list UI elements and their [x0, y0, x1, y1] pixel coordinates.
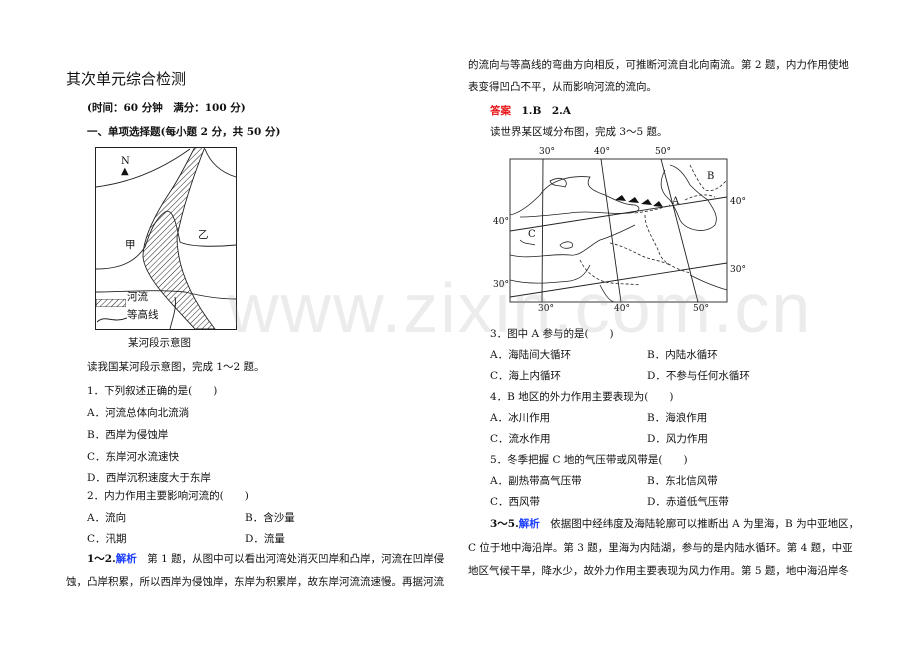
analysis-label: 解析: [518, 518, 540, 530]
q5-option-a[interactable]: A．副热带高气压带: [490, 475, 582, 487]
map-top-label-40: 40°: [594, 147, 610, 157]
analysis-prefix: 1～2.: [87, 553, 116, 565]
analysis-prefix: 3～5.: [490, 518, 519, 530]
analysis-text: 依据图中经纬度及海陆轮廓可以推断出 A 为里海，B 为中亚地区，: [539, 518, 860, 530]
map-point-a: A: [672, 196, 680, 207]
q1-option-b[interactable]: B．西岸为侵蚀岸: [87, 429, 169, 441]
q1-option-d[interactable]: D．西岸沉积速度大于东岸: [87, 472, 211, 484]
analysis-continued-line2: 表变得凹凸不平，从而影响河流的流向。: [468, 81, 657, 93]
answer-label: 答案: [490, 105, 511, 117]
map-right-label-30: 30°: [730, 265, 746, 275]
map-right-label-40: 40°: [730, 197, 746, 207]
map-bottom-label-40: 40°: [614, 304, 630, 314]
map-left-label-40: 40°: [493, 217, 509, 227]
q3-option-d[interactable]: D．不参与任何水循环: [647, 370, 750, 382]
q2-option-a[interactable]: A．流向: [87, 512, 127, 524]
map-point-c: C: [528, 229, 536, 240]
q2-option-d[interactable]: D．流量: [245, 533, 285, 545]
section-heading: 一、单项选择题(每小题 2 分，共 50 分): [87, 126, 281, 138]
q4-option-d[interactable]: D．风力作用: [647, 433, 708, 445]
analysis-continued-line1: 的流向与等高线的弯曲方向相反，可推断河流自北向南流。第 2 题，内力作用使地: [468, 59, 849, 71]
river-section-figure: N ▲ 甲 乙 河流 等高线: [95, 146, 237, 330]
north-arrow-icon: ▲: [121, 166, 129, 177]
question-1-stem: 1．下列叙述正确的是( ): [87, 385, 218, 397]
answer-text: 1.B 2.A: [511, 105, 571, 117]
map-bottom-label-50: 50°: [693, 304, 709, 314]
map-left-label-30: 30°: [493, 280, 509, 290]
q4-option-b[interactable]: B．海浪作用: [647, 412, 708, 424]
legend-contour-swatch: [96, 309, 128, 328]
analysis-1-2-line2: 蚀，凸岸积累，所以西岸为侵蚀岸，东岸为积累岸，故东岸河流流速慢。再据河流: [66, 576, 444, 588]
map-point-b: B: [707, 171, 715, 182]
question-2-stem: 2．内力作用主要影响河流的( ): [87, 490, 249, 502]
label-jia: 甲: [125, 239, 136, 251]
world-region-map: 30° 40° 50° 30° 40° 50° 40° 30° 40° 30° …: [490, 145, 780, 320]
q5-option-d[interactable]: D．赤道低气压带: [647, 496, 729, 508]
question-4-stem: 4．B 地区的外力作用主要表现为( ): [490, 391, 674, 403]
q1-option-c[interactable]: C．东岸河水流速快: [87, 451, 180, 463]
exam-meta: (时间：60 分钟 满分：100 分): [87, 102, 246, 114]
page-title: 其次单元综合检测: [66, 70, 187, 88]
q5-option-b[interactable]: B．东北信风带: [647, 475, 718, 487]
north-arrow: N ▲: [121, 157, 130, 177]
map-bottom-label-30: 30°: [538, 304, 554, 314]
map-top-label-30: 30°: [539, 147, 555, 157]
q5-option-c[interactable]: C．西风带: [490, 496, 541, 508]
analysis-3-5-line2: C 位于地中海沿岸。第 3 题，里海为内陆湖，参与的是内陆水循环。第 4 题，中…: [468, 542, 853, 554]
label-yi: 乙: [198, 229, 209, 241]
answer-line: 答案 1.B 2.A: [490, 103, 571, 118]
analysis-text: 第 1 题，从图中可以看出河湾处消灭凹岸和凸岸，河流在凹岸侵: [136, 553, 445, 565]
question-intro-3-5: 读世界某区域分布图，完成 3～5 题。: [490, 126, 668, 138]
q3-option-a[interactable]: A．海陆间大循环: [490, 349, 572, 361]
q2-option-b[interactable]: B．含沙量: [245, 512, 295, 524]
north-label: N: [121, 156, 130, 167]
q3-option-c[interactable]: C．海上内循环: [490, 370, 562, 382]
q3-option-b[interactable]: B．内陆水循环: [647, 349, 718, 361]
q2-option-c[interactable]: C．汛期: [87, 533, 127, 545]
q1-option-a[interactable]: A．河流总体向北流淌: [87, 407, 190, 419]
legend-river-swatch: [95, 292, 127, 308]
legend-contour-label: 等高线: [127, 309, 159, 321]
analysis-3-5-line1: 3～5.解析 依据图中经纬度及海陆轮廓可以推断出 A 为里海，B 为中亚地区，: [490, 516, 859, 531]
q4-option-c[interactable]: C．流水作用: [490, 433, 551, 445]
map-top-label-50: 50°: [655, 147, 671, 157]
analysis-1-2-line1: 1～2.解析 第 1 题，从图中可以看出河湾处消灭凹岸和凸岸，河流在凹岸侵: [87, 551, 444, 566]
analysis-3-5-line3: 地区气候干旱，降水少，故外力作用主要表现为风力作用。第 5 题，地中海沿岸冬: [468, 565, 849, 577]
analysis-label: 解析: [115, 553, 137, 565]
question-5-stem: 5．冬季把握 C 地的气压带或风带是( ): [490, 454, 688, 466]
question-intro-1-2: 读我国某河段示意图，完成 1～2 题。: [87, 361, 265, 373]
legend-river-label: 河流: [127, 291, 148, 303]
question-3-stem: 3．图中 A 参与的是( ): [490, 328, 614, 340]
q4-option-a[interactable]: A．冰川作用: [490, 412, 551, 424]
figure-caption: 某河段示意图: [128, 337, 191, 349]
